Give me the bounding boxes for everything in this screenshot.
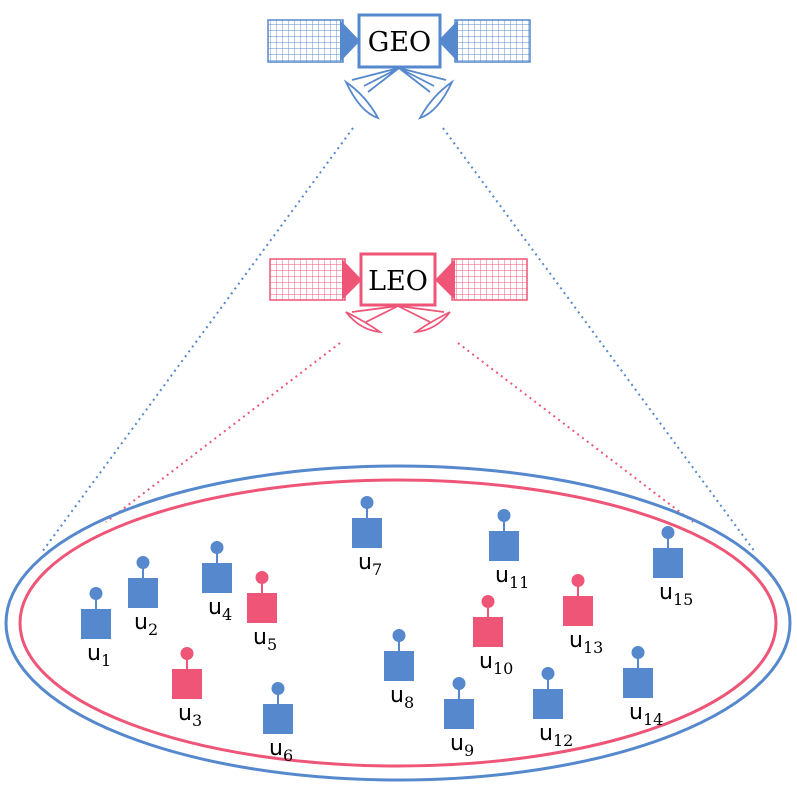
user-label: u5 xyxy=(253,625,277,654)
user-antenna-icon xyxy=(136,556,150,569)
user-terminal-10: u10 xyxy=(473,595,513,678)
user-terminal-6: u6 xyxy=(263,682,293,765)
user-label: u15 xyxy=(659,580,693,609)
user-label: u13 xyxy=(569,628,603,657)
user-terminal-15: u15 xyxy=(653,526,693,609)
user-antenna-icon xyxy=(89,587,103,600)
user-terminals: u1 u2 u3 u4 u5 u6 u7 u8 u9 u10 u11 u12 u13 u14 u15 xyxy=(81,496,693,765)
geo-body xyxy=(357,13,442,69)
user-label: u9 xyxy=(450,731,474,760)
user-label: u6 xyxy=(269,736,293,765)
geo-right-panel-arm xyxy=(438,20,458,62)
user-label: u7 xyxy=(358,550,382,579)
leo-left-antenna-icon xyxy=(345,305,399,334)
user-terminal-box xyxy=(623,668,653,698)
geo-beam-right xyxy=(442,127,756,553)
user-antenna-icon xyxy=(392,629,406,642)
user-terminal-box xyxy=(128,578,158,608)
user-antenna-icon xyxy=(497,509,511,522)
user-antenna-icon xyxy=(661,526,675,539)
user-terminal-box xyxy=(489,531,519,561)
user-terminal-box xyxy=(384,651,414,681)
user-label: u4 xyxy=(208,595,232,624)
user-antenna-icon xyxy=(541,667,555,680)
leo-body xyxy=(359,252,437,307)
user-label: u10 xyxy=(479,649,513,678)
user-terminal-7: u7 xyxy=(352,496,382,579)
user-antenna-icon xyxy=(360,496,374,509)
user-antenna-icon xyxy=(571,574,585,587)
user-terminal-box xyxy=(653,548,683,578)
user-terminal-box xyxy=(352,518,382,548)
geo-satellite: GEO xyxy=(267,13,531,120)
geo-right-antenna-icon xyxy=(398,67,455,120)
user-terminal-box xyxy=(473,617,503,647)
user-label: u2 xyxy=(134,610,158,639)
user-antenna-icon xyxy=(631,646,645,659)
user-label: u3 xyxy=(178,701,202,730)
user-terminal-box xyxy=(172,669,202,699)
user-antenna-icon xyxy=(210,541,224,554)
user-terminal-box xyxy=(263,704,293,734)
user-terminal-box xyxy=(444,699,474,729)
user-terminal-9: u9 xyxy=(444,677,474,760)
user-label: u8 xyxy=(390,683,414,712)
user-label: u11 xyxy=(495,563,529,592)
user-antenna-icon xyxy=(180,647,194,660)
user-terminal-1: u1 xyxy=(81,587,111,670)
geo-right-solar-panel xyxy=(454,19,531,63)
user-terminal-box xyxy=(81,609,111,639)
user-terminal-14: u14 xyxy=(623,646,663,729)
geo-left-panel-arm xyxy=(340,20,360,62)
leo-beam-right xyxy=(457,342,694,523)
user-terminal-3: u3 xyxy=(172,647,202,730)
user-label: u12 xyxy=(539,721,573,750)
user-terminal-2: u2 xyxy=(128,556,158,639)
leo-left-panel-arm xyxy=(342,259,362,300)
user-label: u14 xyxy=(629,700,663,729)
user-label: u1 xyxy=(87,641,111,670)
geo-left-antenna-icon xyxy=(343,67,400,120)
user-antenna-icon xyxy=(255,571,269,584)
user-terminal-13: u13 xyxy=(563,574,603,657)
leo-label: LEO xyxy=(368,266,428,297)
user-terminal-box xyxy=(533,689,563,719)
leo-beam xyxy=(105,342,694,523)
leo-left-solar-panel xyxy=(269,258,346,301)
user-terminal-8: u8 xyxy=(384,629,414,712)
leo-right-antenna-icon xyxy=(397,305,451,334)
leo-right-panel-arm xyxy=(435,259,455,300)
user-terminal-12: u12 xyxy=(533,667,573,750)
user-antenna-icon xyxy=(452,677,466,690)
geo-left-solar-panel xyxy=(267,19,344,63)
user-terminal-box xyxy=(202,563,232,593)
user-terminal-box xyxy=(563,596,593,626)
user-antenna-icon xyxy=(271,682,285,695)
geo-coverage-area xyxy=(4,464,792,782)
leo-coverage-area xyxy=(18,478,778,768)
geo-label: GEO xyxy=(368,27,431,58)
user-terminal-4: u4 xyxy=(202,541,232,624)
geo-beam xyxy=(41,127,756,553)
user-terminal-11: u11 xyxy=(489,509,529,592)
leo-beam-left xyxy=(105,342,341,523)
geo-beam-left xyxy=(41,127,354,553)
user-terminal-5: u5 xyxy=(247,571,277,654)
user-antenna-icon xyxy=(481,595,495,608)
user-terminal-box xyxy=(247,593,277,623)
leo-right-solar-panel xyxy=(451,258,528,301)
leo-satellite: LEO xyxy=(269,252,528,334)
